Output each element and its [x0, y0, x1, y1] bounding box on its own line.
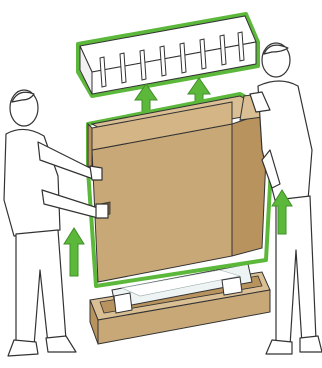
left-person-legs	[16, 230, 66, 346]
foam-insert	[78, 14, 258, 96]
left-person-shoe-left	[8, 340, 38, 356]
carton	[88, 92, 274, 286]
right-person-shoe-right	[300, 336, 322, 352]
left-person-torso	[4, 129, 60, 236]
carton-front	[92, 124, 232, 282]
left-person-hand-upper	[90, 166, 102, 180]
up-arrow-icon	[64, 228, 84, 276]
left-person-shoe-right	[46, 336, 76, 352]
carton-flap-left	[88, 124, 92, 170]
right-person-torso	[258, 81, 312, 204]
right-person-shoe-left	[266, 340, 292, 354]
product-foot-right	[222, 277, 242, 295]
product-foot-left	[114, 293, 132, 313]
left-person-hand-lower	[96, 204, 108, 218]
